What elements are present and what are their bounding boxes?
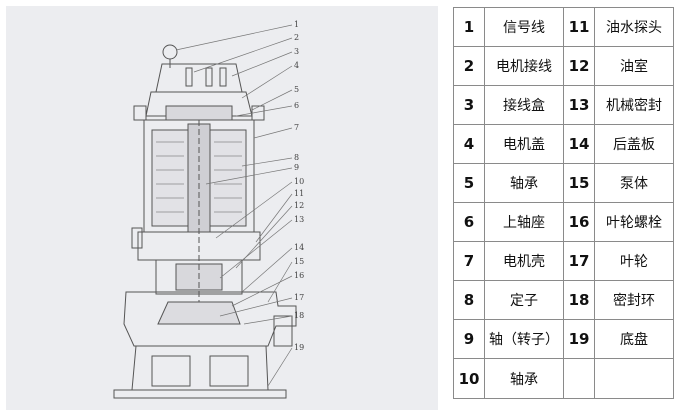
cover-bolt-left — [133, 105, 147, 121]
part-name: 电机盖 — [484, 124, 564, 164]
callout-number: 6 — [294, 101, 300, 110]
part-number: 13 — [563, 85, 595, 125]
table-row: 7 电机壳 17 叶轮 — [453, 241, 674, 281]
callout-number: 10 — [294, 177, 305, 186]
part-number: 15 — [563, 163, 595, 203]
part-name: 机械密封 — [594, 85, 674, 125]
part-name: 油室 — [594, 46, 674, 86]
part-number: 5 — [453, 163, 485, 203]
part-number: 18 — [563, 280, 595, 320]
base-plate — [113, 389, 287, 399]
callout-number: 12 — [294, 201, 305, 210]
part-name: 电机接线 — [484, 46, 564, 86]
callout-number: 2 — [294, 33, 300, 42]
upper-bearing-seat — [165, 105, 233, 121]
callout-number: 18 — [294, 311, 305, 320]
part-name: 上轴座 — [484, 202, 564, 242]
part-number: 1 — [453, 7, 485, 47]
part-number: 16 — [563, 202, 595, 242]
table-row: 6 上轴座 16 叶轮螺栓 — [453, 202, 674, 242]
part-number: 4 — [453, 124, 485, 164]
table-row: 5 轴承 15 泵体 — [453, 163, 674, 203]
part-number: 10 — [453, 358, 485, 399]
terminal-post-1 — [185, 67, 193, 87]
part-number: 17 — [563, 241, 595, 281]
callout-number: 5 — [294, 85, 300, 94]
callout-number: 15 — [294, 257, 305, 266]
pump-cross-section-drawing: 1 2 3 4 5 6 7 8 9 10 11 12 13 14 15 16 1… — [6, 6, 438, 410]
callout-number: 3 — [294, 47, 300, 56]
part-name: 密封环 — [594, 280, 674, 320]
base-window-right — [209, 355, 249, 387]
callout-number: 8 — [294, 153, 300, 162]
part-name: 后盖板 — [594, 124, 674, 164]
part-name: 泵体 — [594, 163, 674, 203]
junction-box — [155, 63, 243, 93]
part-number: 12 — [563, 46, 595, 86]
table-row: 1 信号线 11 油水探头 — [453, 7, 674, 47]
terminal-post-2 — [205, 67, 213, 87]
stator-windings — [156, 141, 242, 213]
part-number: 9 — [453, 319, 485, 359]
callout-number: 1 — [294, 20, 300, 29]
callout-number: 17 — [294, 293, 305, 302]
discharge-flange — [273, 315, 293, 347]
table-row: 2 电机接线 12 油室 — [453, 46, 674, 86]
part-number: 11 — [563, 7, 595, 47]
callout-number: 11 — [294, 189, 305, 198]
table-row: 3 接线盒 13 机械密封 — [453, 85, 674, 125]
part-name: 油水探头 — [594, 7, 674, 47]
part-number — [563, 358, 595, 399]
part-number: 19 — [563, 319, 595, 359]
callout-number: 7 — [294, 123, 300, 132]
part-name: 叶轮螺栓 — [594, 202, 674, 242]
part-name: 轴（转子） — [484, 319, 564, 359]
part-name: 叶轮 — [594, 241, 674, 281]
parts-table: 1 信号线 11 油水探头 2 电机接线 12 油室 3 接线盒 13 机械密封… — [453, 7, 674, 399]
part-name: 底盘 — [594, 319, 674, 359]
callout-number: 14 — [294, 243, 305, 252]
part-number: 8 — [453, 280, 485, 320]
impeller — [157, 301, 241, 325]
part-name: 定子 — [484, 280, 564, 320]
part-number: 3 — [453, 85, 485, 125]
table-row: 4 电机盖 14 后盖板 — [453, 124, 674, 164]
terminal-post-3 — [219, 67, 227, 87]
callout-number: 13 — [294, 215, 305, 224]
part-number: 6 — [453, 202, 485, 242]
callout-number: 16 — [294, 271, 305, 280]
table-row: 9 轴（转子） 19 底盘 — [453, 319, 674, 359]
part-number: 2 — [453, 46, 485, 86]
table-row: 10 轴承 — [453, 358, 674, 399]
base-window-left — [151, 355, 191, 387]
part-number: 7 — [453, 241, 485, 281]
part-name: 电机壳 — [484, 241, 564, 281]
part-name: 轴承 — [484, 163, 564, 203]
cable-gland-eye — [162, 44, 178, 60]
part-number: 14 — [563, 124, 595, 164]
part-name — [594, 358, 674, 399]
part-name: 信号线 — [484, 7, 564, 47]
pump-volute — [123, 291, 297, 347]
callout-number: 4 — [294, 61, 300, 70]
pump-section-svg — [113, 24, 297, 399]
table-row: 8 定子 18 密封环 — [453, 280, 674, 320]
part-name: 接线盒 — [484, 85, 564, 125]
part-name: 轴承 — [484, 358, 564, 399]
callout-number: 19 — [294, 343, 305, 352]
oil-probe-left — [131, 227, 143, 249]
callout-number: 9 — [294, 163, 300, 172]
leader-lines — [175, 24, 293, 387]
